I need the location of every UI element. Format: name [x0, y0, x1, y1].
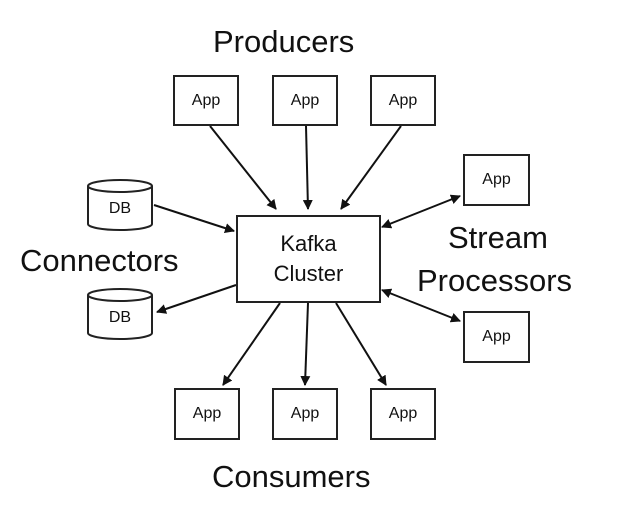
stream-title-line1: Stream [448, 220, 548, 255]
consumer-arrow-1 [222, 302, 281, 386]
kafka-cluster-box: Kafka Cluster [236, 215, 381, 303]
producer-app-3: App [370, 75, 436, 126]
consumers-title: Consumers [212, 459, 371, 494]
db-bottom-cylinder [87, 288, 153, 340]
stream-app-2: App [463, 311, 530, 363]
db-top: DB [87, 180, 153, 234]
db-bottom-label: DB [108, 309, 132, 326]
producer-app-2: App [272, 75, 338, 126]
consumer-arrow-2 [300, 302, 311, 386]
stream-title-line2: Processors [417, 263, 573, 298]
consumer-app-3: App [370, 388, 436, 440]
cluster-label: Cluster [273, 261, 344, 286]
producer-app-1: App [173, 75, 239, 126]
consumer-app-1: App [174, 388, 240, 440]
producer-arrow-2 [302, 125, 313, 210]
kafka-label: Kafka [280, 231, 337, 256]
connector-in-arrow [153, 204, 235, 233]
connector-out-arrow [156, 284, 237, 314]
db-bottom: DB [87, 289, 153, 343]
stream-arrow-2 [381, 288, 461, 323]
connectors-title: Connectors [20, 243, 179, 278]
db-top-cylinder [87, 179, 153, 231]
db-top-label: DB [108, 200, 132, 217]
producer-arrow-1 [209, 125, 277, 210]
consumer-arrow-3 [335, 302, 387, 386]
producer-arrow-3 [340, 125, 402, 210]
stream-app-1: App [463, 154, 530, 206]
stream-arrow-1 [381, 194, 461, 229]
consumer-app-2: App [272, 388, 338, 440]
producers-title: Producers [213, 24, 355, 59]
